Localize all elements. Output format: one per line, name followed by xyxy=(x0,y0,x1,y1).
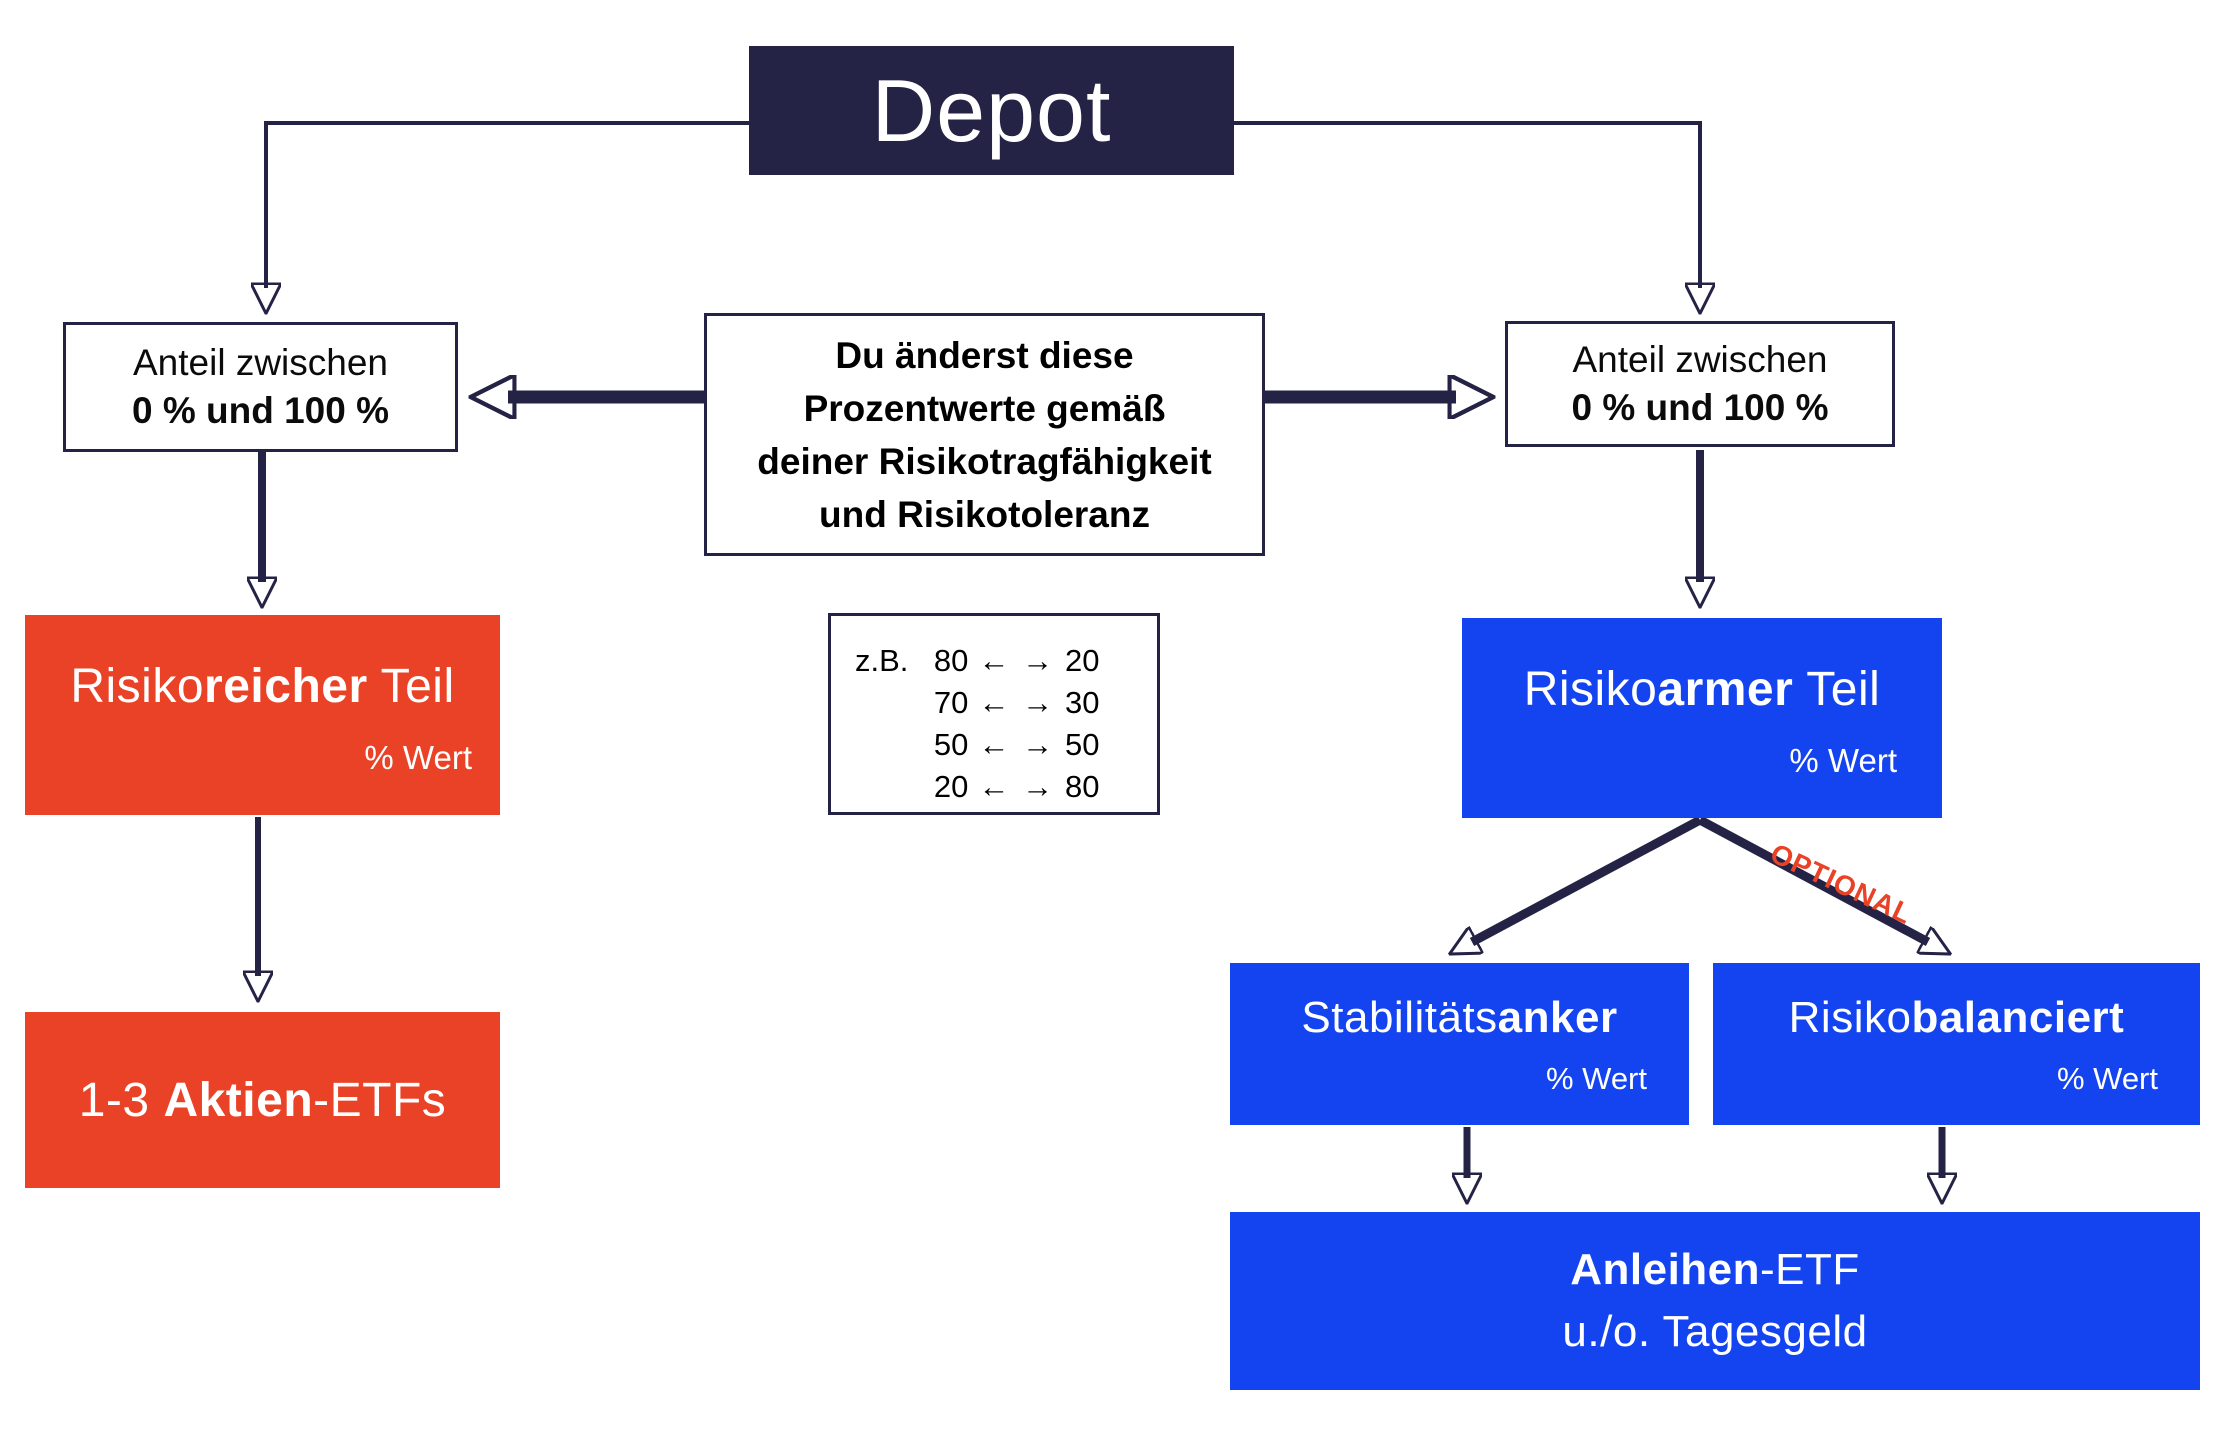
note-line-1: Du änderst diese xyxy=(835,334,1134,376)
risky-title-suffix: Teil xyxy=(367,660,455,713)
right-share-box: Anteil zwischen 0 % und 100 % xyxy=(1505,321,1895,447)
example-right-value: 20 xyxy=(1065,643,1100,678)
swap-arrows-icon: ← → xyxy=(978,769,1056,804)
example-left-value: 70 xyxy=(933,685,969,720)
balanced-title-bold: balanciert xyxy=(1911,993,2125,1042)
bonds-line-2: u./o. Tagesgeld xyxy=(1562,1307,1868,1356)
equity-title-suffix: -ETFs xyxy=(313,1073,447,1127)
balanced-title-prefix: Risiko xyxy=(1788,993,1912,1042)
note-line-2: Prozentwerte gemäß xyxy=(803,387,1166,429)
left-share-box: Anteil zwischen 0 % und 100 % xyxy=(63,322,458,452)
risky-part-value-label: % Wert xyxy=(364,739,472,776)
stability-anchor-box: Stabilitätsanker % Wert xyxy=(1230,963,1689,1125)
risky-part-box: Risikoreicher Teil % Wert xyxy=(25,615,500,815)
examples-row: 70 ← → 30 xyxy=(924,682,1100,724)
safe-part-title: Risikoarmer Teil xyxy=(1462,618,1942,717)
example-left-value: 80 xyxy=(933,643,969,678)
swap-arrows-icon: ← → xyxy=(978,643,1056,678)
arrow-depot-to-right-share xyxy=(1234,121,1700,288)
arrow-safe-to-balanced xyxy=(1697,816,1928,942)
example-right-value: 50 xyxy=(1065,727,1100,762)
stability-title-bold: anker xyxy=(1497,993,1618,1042)
swap-arrows-icon: ← → xyxy=(978,685,1056,720)
bonds-line-1: Anleihen-ETF xyxy=(1570,1239,1860,1301)
note-line-4: und Risikotoleranz xyxy=(819,493,1150,535)
example-left-value: 20 xyxy=(933,769,969,804)
bonds-cash-box: Anleihen-ETF u./o. Tagesgeld xyxy=(1230,1212,2200,1390)
safe-title-bold: armer xyxy=(1657,663,1794,716)
examples-row: 20 ← → 80 xyxy=(924,766,1100,808)
center-note-box: Du änderst diese Prozentwerte gemäß dein… xyxy=(704,313,1265,556)
bonds-title-rest: -ETF xyxy=(1760,1245,1860,1294)
right-share-line2: 0 % und 100 % xyxy=(1571,387,1829,428)
risk-balanced-title: Risikobalanciert xyxy=(1713,963,2200,1043)
examples-row: 80 ← → 20 xyxy=(924,640,1100,682)
examples-row: 50 ← → 50 xyxy=(924,724,1100,766)
note-line-3: deiner Risikotragfähigkeit xyxy=(757,440,1212,482)
safe-part-box: Risikoarmer Teil % Wert xyxy=(1462,618,1942,818)
example-right-value: 30 xyxy=(1065,685,1100,720)
right-share-line1: Anteil zwischen xyxy=(1572,339,1828,380)
safe-part-value-label: % Wert xyxy=(1789,742,1897,779)
equity-etfs-box: 1-3 Aktien-ETFs xyxy=(25,1012,500,1188)
risk-balanced-box: Risikobalanciert % Wert xyxy=(1713,963,2200,1125)
risky-title-prefix: Risiko xyxy=(70,660,205,713)
equity-etfs-title: 1-3 Aktien-ETFs xyxy=(79,1073,447,1128)
left-share-line2: 0 % und 100 % xyxy=(131,390,390,431)
depot-node: Depot xyxy=(749,46,1234,175)
swap-arrows-icon: ← → xyxy=(978,727,1056,762)
arrow-depot-to-left-share xyxy=(266,121,749,288)
balanced-value-label: % Wert xyxy=(2056,1061,2158,1096)
safe-title-prefix: Risiko xyxy=(1523,663,1658,716)
stability-title-prefix: Stabilitäts xyxy=(1301,993,1498,1042)
examples-rows: 80 ← → 20 70 ← → 30 50 ← → 50 20 ← → 80 xyxy=(924,640,1100,812)
equity-title-bold: Aktien xyxy=(163,1073,314,1127)
bonds-title-bold: Anleihen xyxy=(1570,1245,1761,1294)
left-share-line1: Anteil zwischen xyxy=(132,342,388,383)
arrow-safe-to-stability xyxy=(1472,816,1703,942)
examples-label: z.B. xyxy=(855,643,909,678)
equity-title-prefix: 1-3 xyxy=(78,1073,164,1127)
example-right-value: 80 xyxy=(1065,769,1100,804)
safe-title-suffix: Teil xyxy=(1793,663,1881,716)
example-left-value: 50 xyxy=(933,727,969,762)
stability-value-label: % Wert xyxy=(1545,1061,1647,1096)
risky-part-title: Risikoreicher Teil xyxy=(25,615,500,714)
examples-box: z.B. 80 ← → 20 70 ← → 30 50 ← → 50 20 ← → 80 xyxy=(828,613,1160,815)
depot-label: Depot xyxy=(871,60,1112,160)
risky-title-bold: reicher xyxy=(204,660,368,713)
stability-anchor-title: Stabilitätsanker xyxy=(1230,963,1689,1043)
